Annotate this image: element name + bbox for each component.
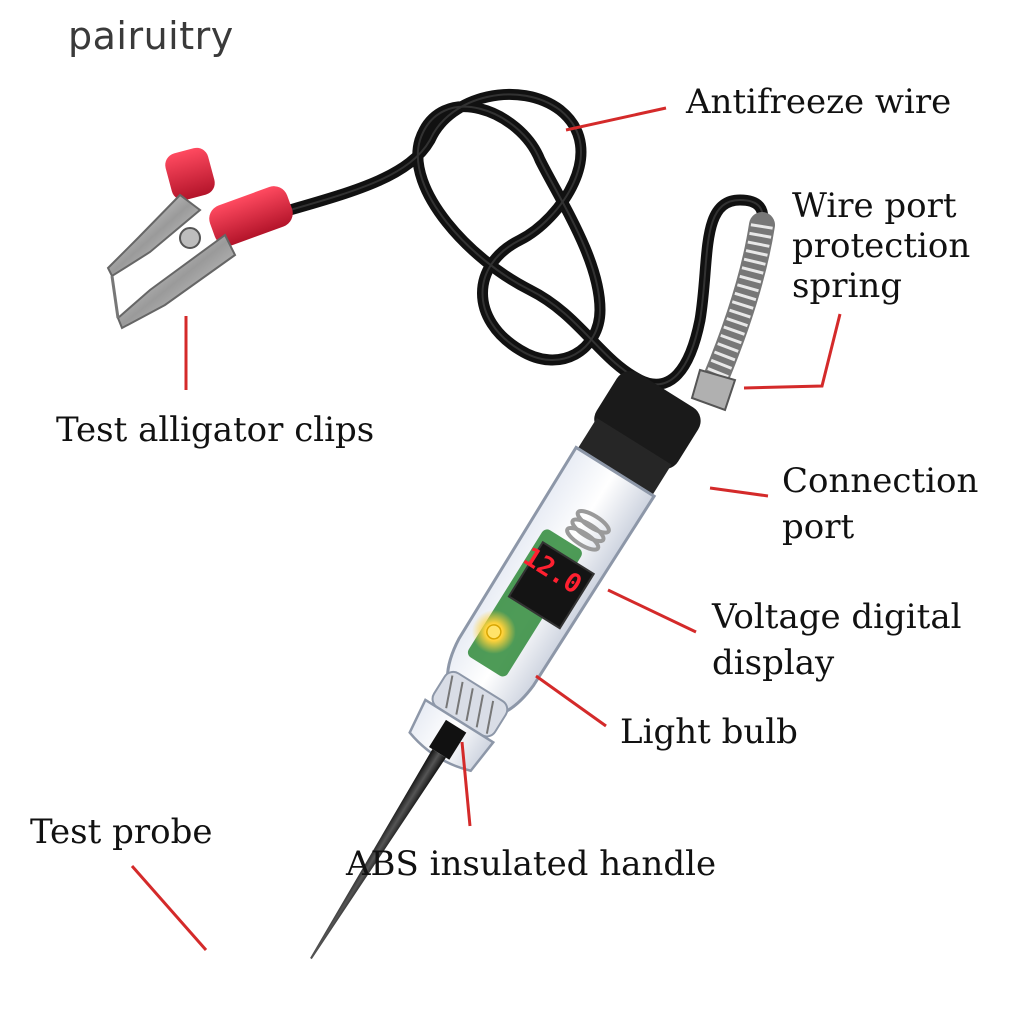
label-wire-port-protection-spring: Wire port protection spring	[792, 186, 971, 306]
label-light-bulb: Light bulb	[620, 712, 798, 752]
label-voltage-digital-display: Voltage digital display	[712, 597, 962, 683]
leader-bulb	[535, 674, 607, 728]
label-test-alligator-clips: Test alligator clips	[56, 410, 375, 450]
leader-lines	[130, 106, 842, 951]
light-bulb	[471, 609, 516, 654]
leader-wire-port	[743, 313, 842, 390]
voltage-digital-display	[507, 540, 596, 630]
antifreeze-wire	[284, 88, 769, 390]
label-antifreeze-wire: Antifreeze wire	[686, 82, 952, 122]
label-test-probe: Test probe	[30, 812, 213, 852]
abs-insulated-handle	[408, 670, 509, 773]
label-connection-port: Connection port	[782, 461, 979, 547]
label-abs-insulated-handle: ABS insulated handle	[346, 844, 717, 884]
tester-body	[310, 371, 701, 960]
test-probe	[310, 749, 446, 960]
leader-probe	[130, 865, 208, 951]
watermark: pairuitry	[68, 14, 234, 58]
leader-voltage	[607, 588, 697, 634]
leader-antifreeze	[565, 106, 667, 132]
alligator-clip	[106, 147, 293, 330]
leader-handle	[460, 741, 472, 827]
protection-spring	[690, 212, 775, 412]
leader-connection	[709, 486, 769, 498]
